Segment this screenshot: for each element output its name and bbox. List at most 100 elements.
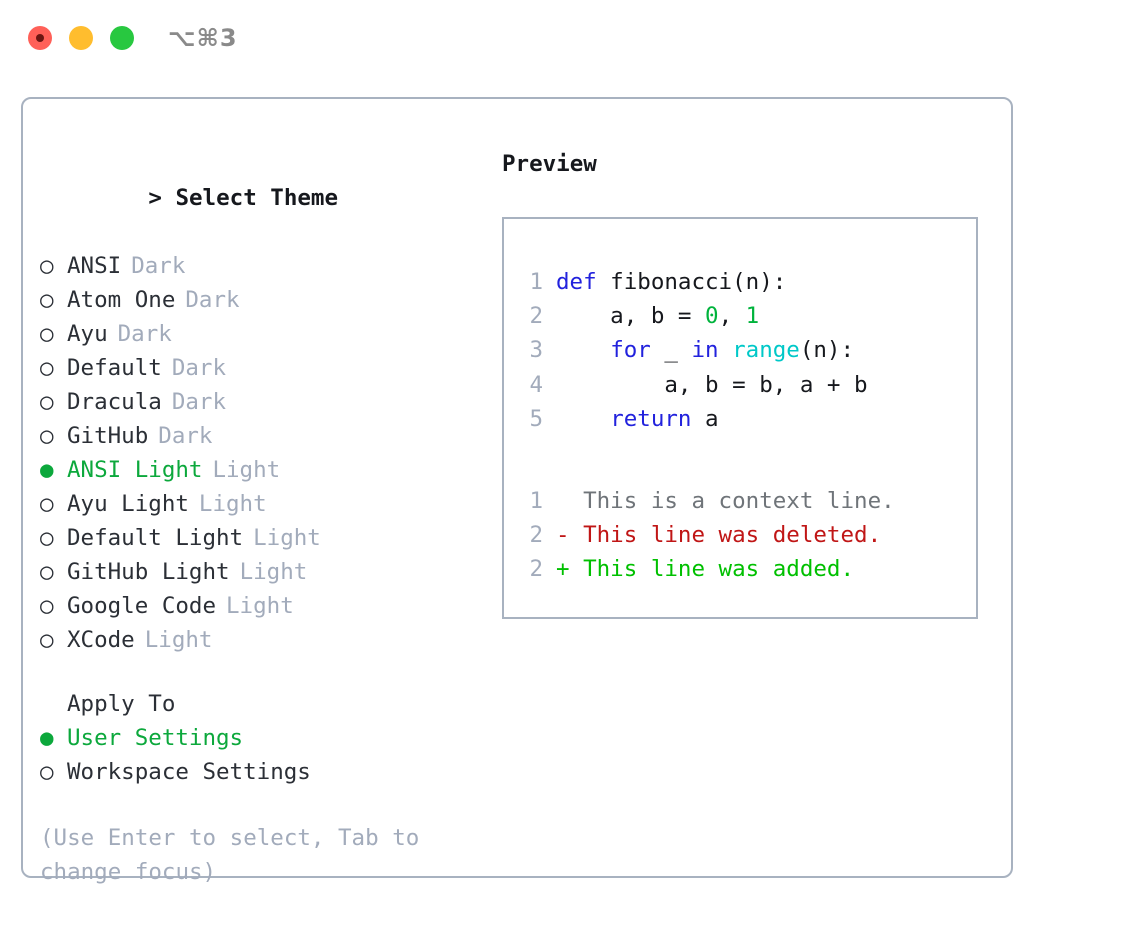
code-token: fibonacci(n):	[596, 269, 787, 295]
theme-option-google-code[interactable]: ○ Google Code Light	[40, 589, 480, 623]
radio-selected-icon: ●	[40, 457, 54, 483]
radio-unselected-icon: ○	[40, 593, 54, 619]
diff-line-number: 2	[529, 556, 543, 583]
radio-unselected-icon: ○	[40, 389, 54, 415]
diff-marker: +	[556, 556, 584, 583]
theme-option-label: ANSI	[67, 253, 122, 279]
code-token: range	[732, 337, 800, 364]
theme-option-label: Ayu	[67, 321, 108, 347]
theme-option-kind-badge: Light	[198, 491, 267, 517]
radio-unselected-icon: ○	[40, 355, 54, 381]
theme-option-label: Atom One	[67, 287, 176, 313]
preview-gap	[516, 436, 976, 484]
theme-option-ansi-light[interactable]: ● ANSI Light Light	[40, 453, 480, 487]
apply-to-option-workspace-settings[interactable]: ○Workspace Settings	[40, 755, 480, 789]
code-token: in	[691, 337, 719, 364]
theme-option-kind-badge: Light	[212, 457, 281, 483]
code-token: for	[610, 337, 651, 364]
theme-option-kind-badge: Dark	[171, 355, 227, 381]
radio-unselected-icon: ○	[40, 525, 54, 551]
diff-marker	[556, 488, 583, 514]
theme-option-label: ANSI Light	[67, 457, 203, 483]
apply-to-list: ●User Settings○Workspace Settings	[40, 721, 480, 789]
code-line-number: 3	[529, 337, 543, 364]
theme-option-ayu[interactable]: ○ Ayu Dark	[40, 317, 480, 351]
diff-text: This line was added.	[583, 556, 855, 583]
prompt-marker-icon: >	[148, 185, 162, 211]
theme-option-kind-badge: Light	[144, 627, 213, 653]
code-token: a, b = b, a + b	[556, 371, 868, 398]
theme-option-github-light[interactable]: ○ GitHub Light Light	[40, 555, 480, 589]
window-controls	[28, 26, 134, 50]
maximize-button[interactable]	[110, 26, 134, 50]
list-spacer	[40, 657, 480, 687]
preview-heading: Preview	[502, 151, 597, 177]
code-line-number: 2	[529, 303, 543, 330]
code-line: 2 a, b = 0, 1	[516, 299, 976, 333]
diff-line-number: 1	[529, 488, 543, 515]
code-token: _	[650, 337, 692, 364]
theme-option-ayu-light[interactable]: ○ Ayu Light Light	[40, 487, 480, 521]
theme-option-label: GitHub	[67, 423, 149, 449]
diff-marker: -	[556, 522, 584, 549]
theme-option-label: Default	[67, 355, 162, 381]
diff-line: 2 + This line was added.	[516, 552, 976, 586]
theme-option-kind-badge: Dark	[131, 253, 186, 279]
theme-option-label: GitHub Light	[67, 559, 230, 585]
code-token: def	[556, 269, 597, 295]
radio-unselected-icon: ○	[40, 491, 54, 517]
code-token	[556, 406, 610, 432]
theme-option-kind-badge: Dark	[158, 423, 213, 449]
code-token	[556, 337, 610, 363]
keyboard-hint: (Use Enter to select, Tab to change focu…	[40, 825, 420, 885]
radio-unselected-icon: ○	[40, 559, 54, 585]
theme-option-github[interactable]: ○ GitHub Dark	[40, 419, 480, 453]
theme-option-kind-badge: Dark	[117, 321, 172, 347]
select-theme-heading-label: Select Theme	[175, 185, 339, 211]
theme-option-default-light[interactable]: ○ Default Light Light	[40, 521, 480, 555]
theme-option-kind-badge: Dark	[185, 287, 240, 313]
title-bar: ⌥⌘3	[0, 0, 1140, 78]
theme-option-label: Ayu Light	[67, 491, 189, 517]
code-token: ,	[718, 303, 746, 330]
apply-to-option-user-settings[interactable]: ●User Settings	[40, 721, 480, 755]
code-token: a	[691, 405, 719, 432]
code-token: return	[610, 405, 692, 432]
theme-option-kind-badge: Light	[226, 593, 294, 619]
code-line: 3 for _ in range(n):	[516, 333, 976, 367]
minimize-button[interactable]	[69, 26, 93, 50]
select-theme-heading: > Select Theme	[40, 147, 480, 249]
radio-unselected-icon: ○	[40, 321, 54, 347]
radio-unselected-icon: ○	[40, 627, 54, 653]
code-token: 1	[745, 303, 760, 330]
radio-unselected-icon: ○	[40, 423, 54, 449]
code-line: 5 return a	[516, 402, 976, 436]
diff-sample: 1 This is a context line. 2- This line wa…	[516, 484, 976, 587]
diff-text: This is a context line.	[583, 488, 895, 515]
close-button[interactable]	[28, 26, 52, 50]
code-token: a, b =	[556, 303, 706, 330]
code-token: 0	[705, 303, 719, 330]
theme-option-label: Google Code	[67, 593, 217, 619]
theme-option-default[interactable]: ○ Default Dark	[40, 351, 480, 385]
diff-text: This line was deleted.	[583, 522, 882, 549]
code-line-number: 4	[529, 371, 543, 398]
radio-selected-icon: ●	[40, 725, 54, 751]
theme-option-kind-badge: Light	[253, 525, 321, 551]
code-token	[719, 337, 733, 363]
window-title: ⌥⌘3	[168, 24, 238, 52]
radio-unselected-icon: ○	[40, 759, 54, 785]
theme-option-kind-badge: Light	[239, 559, 308, 585]
theme-option-label: Default Light	[67, 525, 244, 551]
theme-option-kind-badge: Dark	[171, 389, 227, 415]
